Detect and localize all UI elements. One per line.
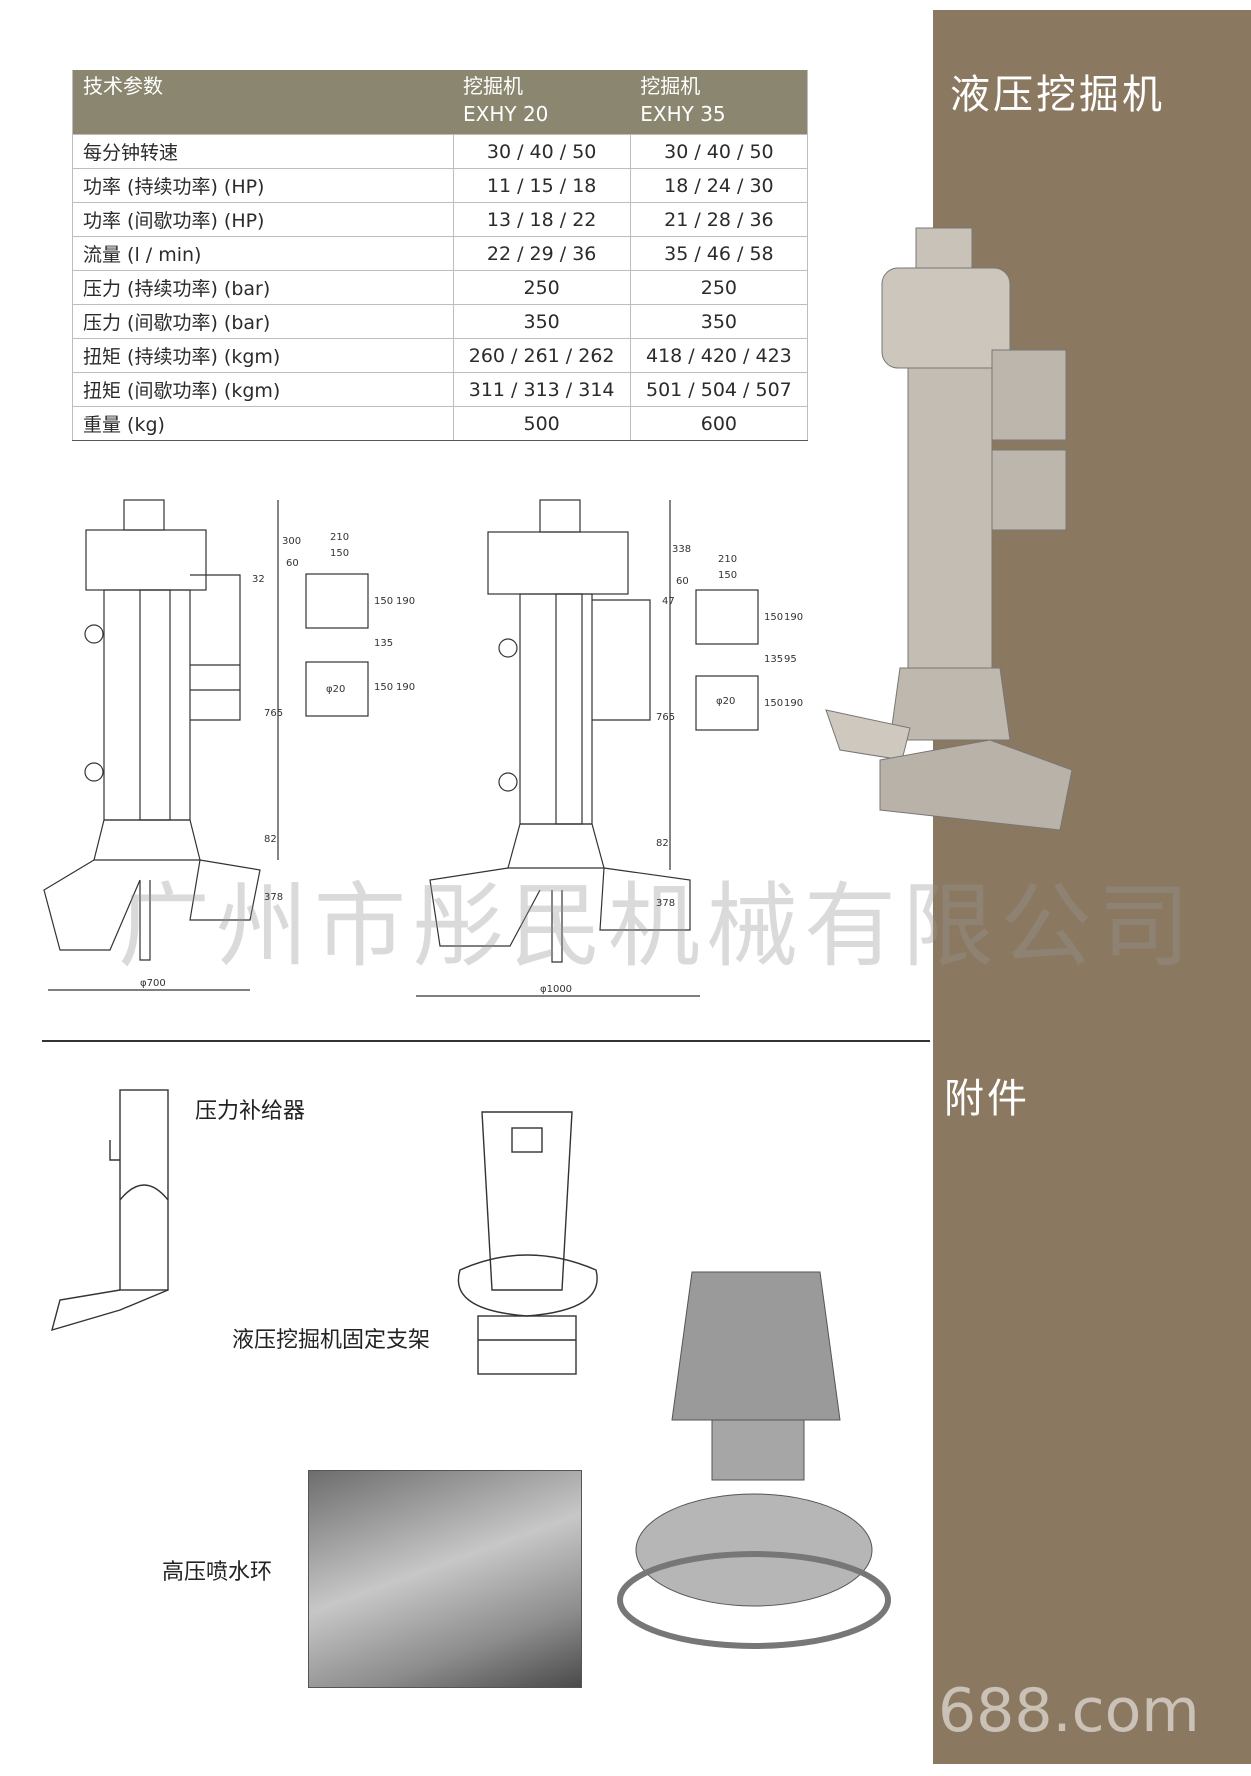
company-watermark: 广州市彤民机械有限公司 <box>118 873 1197 980</box>
row-label: 压力 (持续功率) (bar) <box>72 270 453 305</box>
pressure-feeder-label: 压力补给器 <box>195 1099 306 1124</box>
row-value-exhy35: 18 / 24 / 30 <box>629 168 808 203</box>
dim-right-h190: 190 <box>784 612 803 623</box>
spec-header-label: 技术参数 <box>72 70 453 135</box>
pump-assembly-photo <box>617 1271 891 1649</box>
row-label: 扭矩 (持续功率) (kgm) <box>72 338 453 373</box>
dim-right-h95: 95 <box>784 654 797 665</box>
pressure-feeder-drawing <box>51 1089 169 1332</box>
row-label: 流量 (l / min) <box>72 236 453 271</box>
dim-right-top: 338 <box>672 544 691 555</box>
row-label: 重量 (kg) <box>72 406 453 441</box>
spec-header-exhy35: 挖掘机 EXHY 35 <box>630 70 808 135</box>
fixed-bracket-drawing <box>457 1111 598 1375</box>
row-value-exhy20: 500 <box>452 406 631 441</box>
spec-table-header: 技术参数 挖掘机 EXHY 20 挖掘机 EXHY 35 <box>72 70 808 135</box>
dim-right-h135: 135 <box>764 654 783 665</box>
dim-right-w210: 210 <box>718 554 737 565</box>
dim-left-h150: 150 <box>374 596 393 607</box>
row-value-exhy20: 11 / 15 / 18 <box>452 168 631 203</box>
dim-left-h135: 135 <box>374 638 393 649</box>
row-value-exhy20: 311 / 313 / 314 <box>452 372 631 407</box>
dim-left-h190b: 190 <box>396 682 415 693</box>
row-value-exhy35: 418 / 420 / 423 <box>629 338 808 373</box>
row-label: 功率 (持续功率) (HP) <box>72 168 453 203</box>
dim-left-d32: 32 <box>252 574 265 585</box>
row-label: 扭矩 (间歇功率) (kgm) <box>72 372 453 407</box>
dim-left-length: 765 <box>264 708 283 719</box>
dim-right-d82: 82 <box>656 838 669 849</box>
dim-left-d378: 378 <box>264 892 283 903</box>
row-value-exhy35: 501 / 504 / 507 <box>629 372 808 407</box>
url-watermark: 688.com <box>938 1676 1200 1746</box>
dim-left-hole: φ20 <box>326 684 345 695</box>
dim-left-d82: 82 <box>264 834 277 845</box>
spec-header-exhy20: 挖掘机 EXHY 20 <box>453 70 631 135</box>
dim-left-top: 300 <box>282 536 301 547</box>
water-ring-label: 高压喷水环 <box>162 1560 273 1585</box>
row-value-exhy35: 30 / 40 / 50 <box>629 134 808 169</box>
fixed-bracket-label: 液压挖掘机固定支架 <box>232 1328 431 1353</box>
dim-left-h150b: 150 <box>374 682 393 693</box>
row-value-exhy20: 350 <box>452 304 631 339</box>
excavator-photo <box>825 227 1073 831</box>
row-value-exhy35: 35 / 46 / 58 <box>629 236 808 271</box>
row-value-exhy35: 250 <box>629 270 808 305</box>
dim-left-h190: 190 <box>396 596 415 607</box>
dim-right-h150: 150 <box>764 612 783 623</box>
row-value-exhy20: 30 / 40 / 50 <box>452 134 631 169</box>
dim-left-w210: 210 <box>330 532 349 543</box>
water-ring-photo <box>308 1470 582 1688</box>
drawing-exhy35 <box>416 499 759 997</box>
dim-right-d378: 378 <box>656 898 675 909</box>
section-divider <box>42 1040 930 1042</box>
dim-right-h150b: 150 <box>764 698 783 709</box>
dim-right-length: 765 <box>656 712 675 723</box>
accessories-title: 附件 <box>944 1076 1030 1122</box>
row-value-exhy35: 600 <box>629 406 808 441</box>
dim-right-hole: φ20 <box>716 696 735 707</box>
row-value-exhy35: 21 / 28 / 36 <box>629 202 808 237</box>
dim-right-w150: 150 <box>718 570 737 581</box>
sidebar-title: 液压挖掘机 <box>950 72 1165 118</box>
dim-right-h190b: 190 <box>784 698 803 709</box>
dim-left-w150: 150 <box>330 548 349 559</box>
dim-right-d47: 47 <box>662 596 675 607</box>
dim-left-d60: 60 <box>286 558 299 569</box>
row-value-exhy20: 260 / 261 / 262 <box>452 338 631 373</box>
dim-right-d60: 60 <box>676 576 689 587</box>
drawing-exhy20 <box>43 499 369 991</box>
row-value-exhy20: 13 / 18 / 22 <box>452 202 631 237</box>
dim-right-dia: φ1000 <box>540 984 572 995</box>
dim-left-dia: φ700 <box>140 978 166 989</box>
row-label: 功率 (间歇功率) (HP) <box>72 202 453 237</box>
